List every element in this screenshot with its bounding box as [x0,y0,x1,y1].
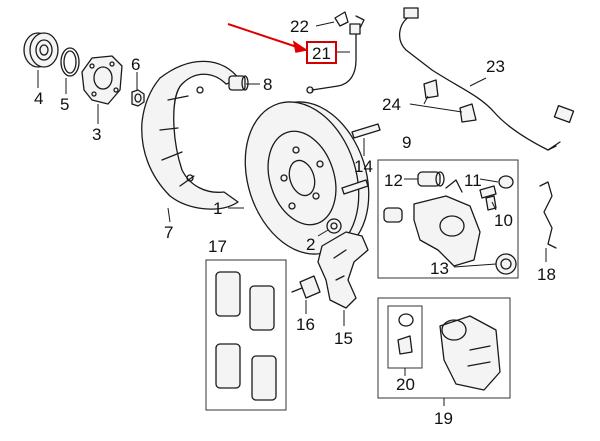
part-5-snap-ring[interactable] [60,47,80,77]
part-24-harness-bracket[interactable] [423,79,477,123]
part-22-hose-clip[interactable] [334,11,365,29]
leader-23 [469,77,487,87]
callout-24: 24 [382,95,401,114]
callout-20: 20 [396,375,415,394]
callout-6: 6 [131,55,140,74]
callout-14: 14 [354,157,373,176]
part-13-piston-seal[interactable] [495,253,517,275]
callout-13: 13 [430,259,449,278]
callout-16: 16 [296,315,315,334]
group-box-9-caliper [377,159,519,279]
part-8-shield-bolt[interactable] [228,75,249,91]
leader-22 [315,21,335,27]
part-9-caliper-body[interactable] [413,179,481,267]
part-21-brake-hose[interactable] [306,23,361,94]
highlight-box-21 [306,41,337,64]
callout-12: 12 [384,171,403,190]
callout-7: 7 [164,223,173,242]
part-23-sensor-harness[interactable] [399,7,575,151]
callout-2: 2 [306,235,315,254]
part-6-hub-nut[interactable] [131,89,145,107]
part-11-bleeder[interactable] [479,175,514,199]
part-14-guide-pins[interactable] [341,123,381,195]
callout-8: 8 [263,75,272,94]
callout-22: 22 [290,17,309,36]
callout-11: 11 [464,171,482,190]
callout-18: 18 [537,265,556,284]
leader-11 [479,178,499,183]
group-box-17-brake-pads [205,259,287,411]
part-4-wheel-bearing[interactable] [23,32,59,68]
callout-9: 9 [402,133,411,152]
leader-7 [167,207,171,223]
part-16-bracket-bolt[interactable] [291,275,321,299]
part-2-bolt[interactable] [326,218,342,234]
part-1-brake-rotor[interactable] [227,87,388,269]
callout-3: 3 [92,125,101,144]
callout-21: 21 [312,44,331,63]
part-7-dust-shield[interactable] [141,60,241,210]
part-10-bleeder-screw[interactable] [485,195,497,211]
callout-4: 4 [34,89,43,108]
callout-1: 1 [213,199,222,218]
part-12-caliper-pin[interactable] [417,171,445,187]
part-9-caliper-boot[interactable] [383,207,403,223]
highlight-arrow [227,23,308,53]
callout-10: 10 [494,211,513,230]
part-17-brake-pad-set[interactable] [215,271,277,401]
part-19-parking-brake-motor[interactable] [439,315,501,391]
leader-2 [317,229,329,237]
leader-13 [453,263,497,268]
callout-5: 5 [60,95,69,114]
part-20-motor-bolts[interactable] [397,313,414,355]
callout-17: 17 [208,237,227,256]
leader-10 [491,201,497,211]
part-15-caliper-bracket[interactable] [317,231,369,309]
callout-23: 23 [486,57,505,76]
callout-15: 15 [334,329,353,348]
callout-19: 19 [434,409,453,428]
leader-24 [409,95,463,113]
part-3-wheel-hub[interactable] [81,55,123,105]
part-18-spring-clip[interactable] [539,181,557,249]
